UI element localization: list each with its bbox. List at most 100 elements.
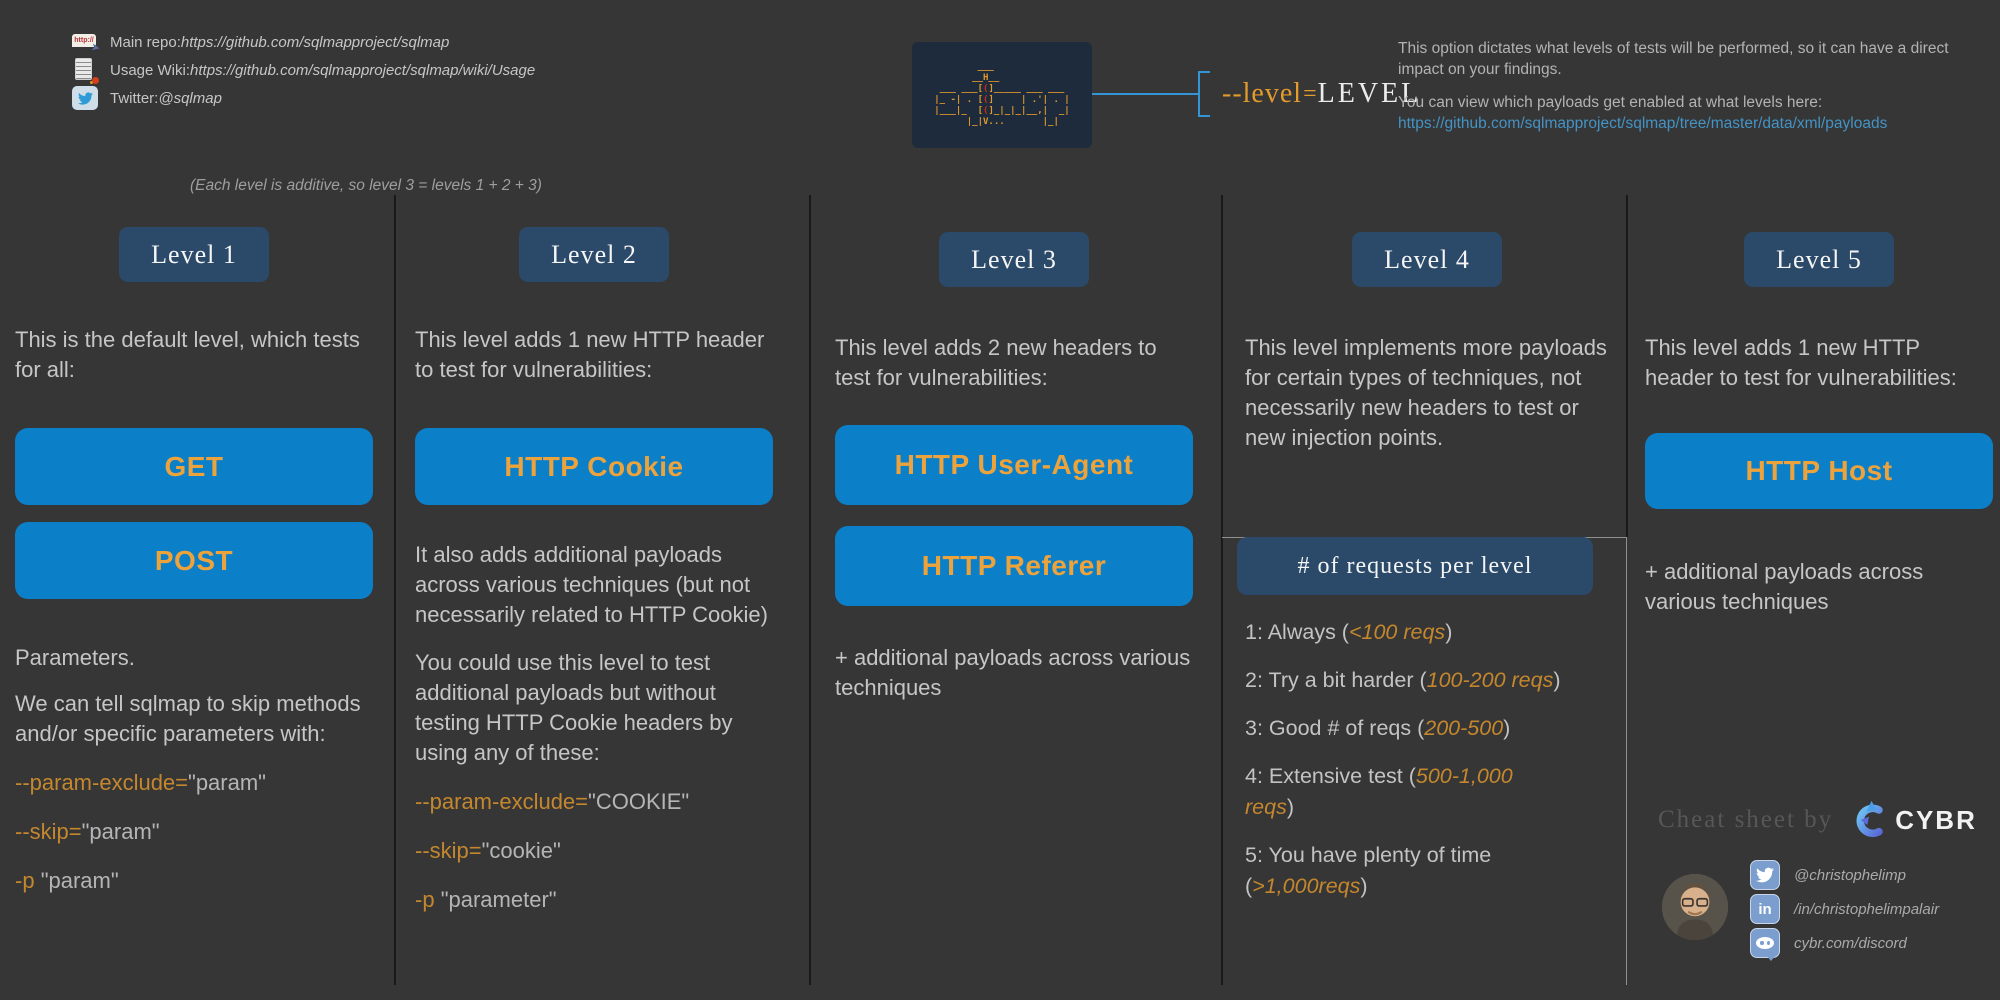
column-divider	[1221, 195, 1223, 985]
usage-wiki-label: Usage Wiki:	[110, 61, 191, 79]
main-repo-row: http:// ➤ Main repo: https://github.com/…	[72, 28, 535, 56]
linkedin-author-handle[interactable]: /in/christophelimpalair	[1794, 900, 1940, 918]
requests-item-close: )	[1503, 716, 1511, 740]
requests-item-range: >1,000reqs	[1252, 874, 1361, 898]
credit-row: Cheat sheet by CYBR	[1658, 800, 1977, 840]
column-divider	[394, 195, 396, 985]
command-value: "cookie"	[481, 838, 561, 863]
sqlmap-ascii-logo: ___ __H__ ___ ___[(]_____ ___ ___ |_ -| …	[934, 62, 1070, 127]
level-5-badge: Level 5	[1744, 232, 1894, 287]
requests-item-range: 500-1,000 reqs	[1245, 764, 1513, 819]
sqlmap-logo-box: ___ __H__ ___ ___[(]_____ ___ ___ |_ -| …	[912, 42, 1092, 148]
level-2-para-2: You could use this level to test additio…	[415, 650, 733, 765]
usage-wiki-url[interactable]: https://github.com/sqlmapproject/sqlmap/…	[190, 61, 536, 79]
level-5-column: Level 5 This level adds 1 new HTTP heade…	[1645, 195, 1993, 617]
http-cookie-chip: HTTP Cookie	[415, 428, 773, 505]
command-line: --param-exclude="param"	[15, 768, 373, 798]
payloads-url[interactable]: https://github.com/sqlmapproject/sqlmap/…	[1398, 115, 1888, 132]
level-4-intro: This level implements more payloads for …	[1245, 335, 1607, 450]
requests-item-2: 2: Try a bit harder (100-200 reqs)	[1245, 665, 1609, 696]
link-icon: http:// ➤	[72, 30, 101, 55]
command-line: -p "parameter"	[415, 885, 773, 915]
http-host-chip: HTTP Host	[1645, 433, 1993, 509]
twitter-social-row: @christophelimp	[1750, 860, 1939, 890]
payloads-hint-text: You can view which payloads get enabled …	[1398, 94, 1823, 111]
command-line: --skip="cookie"	[415, 836, 773, 866]
command-value: "param"	[188, 770, 266, 795]
level-1-column: Level 1 This is the default level, which…	[15, 195, 373, 896]
requests-item-4: 4: Extensive test (500-1,000 reqs)	[1245, 761, 1545, 823]
requests-item-text: 4: Extensive test (	[1245, 764, 1416, 788]
level-1-commands: --param-exclude="param" --skip="param" -…	[15, 768, 373, 896]
cursor-icon: ➤	[89, 41, 102, 55]
main-repo-label: Main repo:	[110, 33, 181, 51]
get-chip: GET	[15, 428, 373, 505]
twitter-row: Twitter: @sqlmap	[72, 84, 535, 112]
connector-line	[1092, 93, 1198, 95]
level-5-outro: + additional payloads across various tec…	[1645, 559, 1924, 614]
post-chip: POST	[15, 522, 373, 599]
requests-item-text: 3: Good # of reqs (	[1245, 716, 1425, 740]
requests-per-level-badge: # of requests per level	[1237, 537, 1593, 595]
author-avatar	[1662, 874, 1728, 940]
twitter-author-handle[interactable]: @christophelimp	[1794, 866, 1906, 884]
level-2-badge: Level 2	[519, 227, 669, 282]
additive-note: (Each level is additive, so level 3 = le…	[190, 177, 542, 194]
credit-text: Cheat sheet by	[1658, 806, 1834, 833]
requests-item-text: 2: Try a bit harder (	[1245, 668, 1427, 692]
discord-social-row: cybr.com/discord	[1750, 928, 1939, 961]
main-repo-url[interactable]: https://github.com/sqlmapproject/sqlmap	[180, 33, 450, 51]
twitter-icon	[72, 86, 98, 110]
level-2-column: Level 2 This level adds 1 new HTTP heade…	[415, 195, 773, 915]
author-socials: @christophelimp in /in/christophelimpala…	[1662, 860, 1939, 962]
requests-item-range: 200-500	[1424, 716, 1504, 740]
option-description-text: This option dictates what levels of test…	[1398, 40, 1949, 78]
command-value: "param"	[40, 868, 119, 893]
level-4-badge: Level 4	[1352, 232, 1502, 287]
requests-per-level-list: 1: Always (<100 reqs) 2: Try a bit harde…	[1245, 617, 1609, 902]
command-flag: -p	[15, 868, 41, 893]
usage-wiki-row: Usage Wiki: https://github.com/sqlmappro…	[72, 56, 535, 84]
requests-item-close: )	[1286, 795, 1294, 819]
requests-item-range: <100 reqs	[1348, 620, 1446, 644]
column-divider	[1626, 195, 1628, 537]
http-user-agent-chip: HTTP User-Agent	[835, 425, 1193, 505]
level-2-para-1: It also adds additional payloads across …	[415, 542, 768, 627]
discord-author-handle[interactable]: cybr.com/discord	[1794, 934, 1907, 952]
linkedin-social-row: in /in/christophelimpalair	[1750, 894, 1939, 924]
command-flag: --param-exclude=	[15, 770, 189, 795]
link-icon-text: http://	[72, 34, 96, 47]
command-flag: --skip=	[415, 838, 482, 863]
command-value: "param"	[81, 819, 160, 844]
level-2-intro: This level adds 1 new HTTP header to tes…	[415, 327, 765, 382]
level-5-intro: This level adds 1 new HTTP header to tes…	[1645, 335, 1957, 390]
command-line: --param-exclude="COOKIE"	[415, 787, 773, 817]
level-option: --level = LEVEL	[1222, 72, 1421, 116]
level-equals: =	[1303, 80, 1317, 107]
level-1-para-1: Parameters.	[15, 645, 135, 670]
requests-item-close: )	[1360, 874, 1368, 898]
requests-item-close: )	[1445, 620, 1453, 644]
requests-item-3: 3: Good # of reqs (200-500)	[1245, 713, 1609, 744]
cybr-brand-name: CYBR	[1895, 804, 1977, 835]
option-description: This option dictates what levels of test…	[1398, 38, 1992, 134]
column-divider	[809, 195, 811, 985]
level-1-badge: Level 1	[119, 227, 269, 282]
requests-item-1: 1: Always (<100 reqs)	[1245, 617, 1609, 648]
requests-item-text: 1: Always (	[1245, 620, 1349, 644]
document-icon	[72, 58, 99, 84]
command-value: "COOKIE"	[588, 789, 690, 814]
command-flag: -p	[415, 887, 441, 912]
level-3-column: Level 3 This level adds 2 new headers to…	[835, 195, 1193, 703]
level-3-intro: This level adds 2 new headers to test fo…	[835, 335, 1157, 390]
command-line: -p "param"	[15, 866, 373, 896]
command-flag: --param-exclude=	[415, 789, 589, 814]
requests-item-range: 100-200 reqs	[1426, 668, 1554, 692]
level-1-para-2: We can tell sqlmap to skip methods and/o…	[15, 691, 361, 746]
requests-item-5: 5: You have plenty of time (>1,000reqs)	[1245, 840, 1545, 902]
http-referer-chip: HTTP Referer	[835, 526, 1193, 606]
requests-item-text: 5: You have plenty of time (	[1245, 843, 1492, 898]
twitter-handle[interactable]: @sqlmap	[158, 89, 222, 107]
level-1-intro: This is the default level, which tests f…	[15, 327, 360, 382]
